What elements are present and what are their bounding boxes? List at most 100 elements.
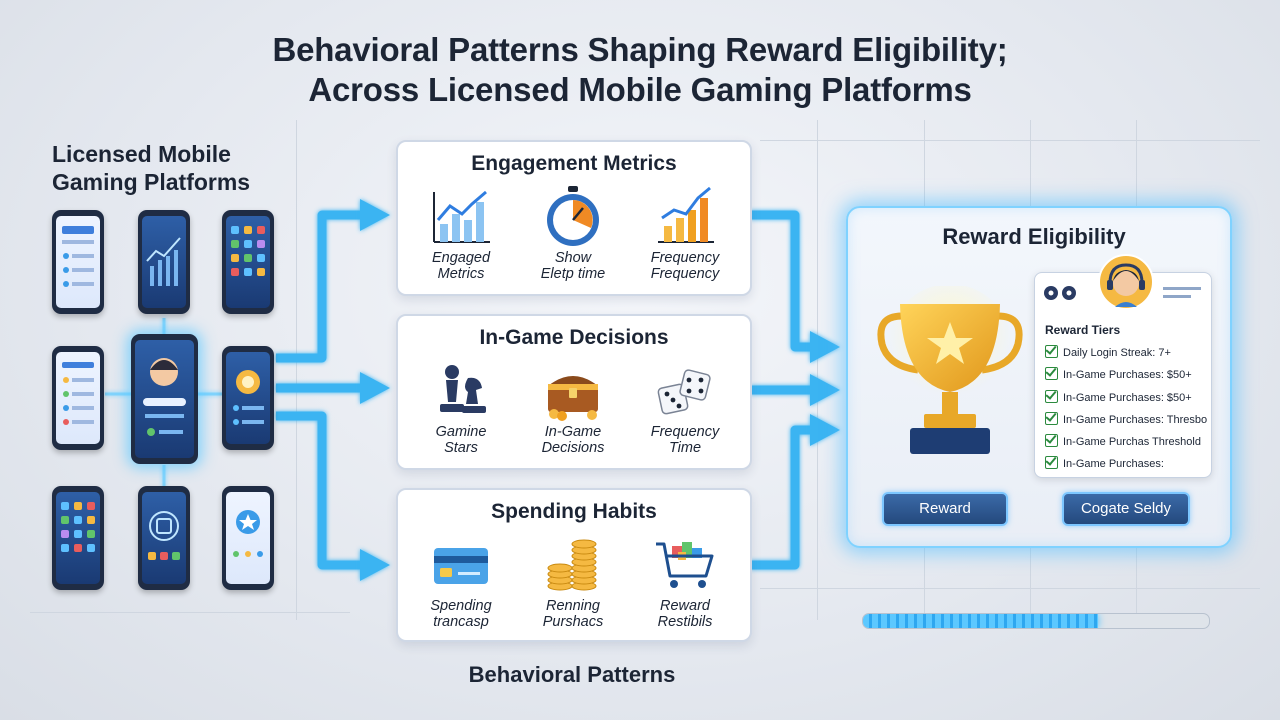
progress-bar-fill: [863, 614, 1099, 628]
behavioral-patterns-label: Behavioral Patterns: [468, 662, 676, 687]
cogate-seldy-button[interactable]: Cogate Seldy: [1062, 492, 1190, 526]
item-label-line-1: Spending: [430, 598, 492, 614]
platforms-label-line-1: Licensed Mobile: [52, 141, 231, 167]
item-label-line-2: Time: [668, 440, 702, 456]
item-label-line-1: Engaged: [431, 250, 491, 266]
title-line-2: Across Licensed Mobile Gaming Platforms: [308, 71, 972, 108]
card-title: Engagement Metrics: [471, 152, 677, 175]
grid-line: [296, 120, 297, 620]
flow-arrows-left: [276, 210, 362, 570]
card-title: Spending Habits: [491, 500, 657, 523]
shopping-cart-icon: [656, 542, 714, 588]
tier-label: In-Game Purchases:: [1063, 458, 1164, 470]
item-label-line-1: Frequency: [650, 250, 720, 266]
progress-bar: [862, 613, 1210, 629]
card-engagement-metrics: Engagement Metrics Engaged Metrics Show …: [396, 140, 752, 296]
item-label-line-1: Renning: [545, 598, 600, 614]
item-label-line-2: Stars: [444, 440, 478, 456]
reward-tier-item: Daily Login Streak: 7+: [1045, 345, 1171, 359]
card-spending-habits: Spending Habits Spending trancasp Rennin…: [396, 488, 752, 642]
tier-label: In-Game Purchases: $50+: [1063, 369, 1192, 381]
item-gamine-stars: Gamine Stars: [406, 358, 516, 456]
coin-stack-icon: [547, 539, 597, 591]
arrowhead: [810, 374, 840, 406]
avatar: [1098, 254, 1154, 310]
arrowhead: [810, 331, 840, 363]
stopwatch-icon: [547, 186, 599, 246]
chess-pieces-icon: [440, 365, 486, 413]
credit-card-icon: [434, 548, 488, 584]
phone-device: [52, 486, 104, 590]
card-title: In-Game Decisions: [479, 326, 669, 349]
checkbox-icon: [1045, 345, 1058, 358]
treasure-chest-icon: [548, 376, 598, 421]
item-in-game-decisions: In-Game Decisions: [518, 358, 628, 456]
arrowheads-left: [360, 199, 390, 581]
tier-label: Daily Login Streak: 7+: [1063, 347, 1171, 359]
card-in-game-decisions: In-Game Decisions Gamine Stars In-Game D…: [396, 314, 752, 470]
phone-device: [52, 346, 104, 450]
phone-device: [222, 346, 274, 450]
arrowhead: [810, 414, 840, 446]
item-label-line-2: Decisions: [541, 440, 605, 456]
phone-device: [138, 210, 190, 314]
phone-device: [138, 486, 190, 590]
line-chart-icon: [433, 190, 490, 243]
tier-label: In-Game Purchases: Thresbo: [1063, 414, 1208, 426]
window-dots-icon: [1044, 286, 1076, 300]
phone-device: [52, 210, 104, 314]
item-label-line-2: trancasp: [433, 614, 489, 630]
item-label-line-1: Show: [554, 250, 592, 266]
reward-tier-item: In-Game Purchases: $50+: [1045, 390, 1192, 404]
item-renning-purshacs: Renning Purshacs: [518, 532, 628, 630]
platforms-label-line-2: Gaming Platforms: [52, 169, 251, 195]
trophy-icon: [877, 286, 1023, 454]
grid-line: [760, 140, 1260, 141]
reward-tier-item: In-Game Purchases: Thresbo: [1045, 412, 1207, 426]
item-label-line-2: Frequency: [650, 266, 720, 282]
item-engaged-metrics: Engaged Metrics: [406, 184, 516, 282]
tier-label: In-Game Purchases: $50+: [1063, 392, 1192, 404]
checkbox-icon: [1045, 456, 1058, 469]
phone-device: [222, 486, 274, 590]
checkbox-icon: [1045, 390, 1058, 403]
tier-label: In-Game Purchas Threshold: [1063, 436, 1201, 448]
checkbox-icon: [1045, 434, 1058, 447]
item-show-time: Show Eletp time: [518, 184, 628, 282]
item-label-line-2: Eletp time: [540, 266, 606, 282]
reward-tier-item: In-Game Purchases:: [1045, 456, 1164, 470]
reward-tiers-title: Reward Tiers: [1045, 323, 1121, 337]
dice-icon: [657, 369, 711, 415]
checkbox-icon: [1045, 412, 1058, 425]
reward-tier-item: In-Game Purchas Threshold: [1045, 434, 1201, 448]
grid-line: [760, 588, 1260, 589]
decorative-line: [1163, 287, 1201, 290]
arrowhead: [360, 372, 390, 404]
item-spending: Spending trancasp: [406, 532, 516, 630]
item-label-line-1: Frequency: [650, 424, 720, 440]
page-title: Behavioral Patterns Shaping Reward Eligi…: [0, 30, 1280, 110]
reward-title: Reward Eligibility: [942, 224, 1126, 249]
item-label-line-1: In-Game: [544, 424, 602, 440]
phone-network-lines: [105, 318, 222, 488]
flow-arrows-right: [750, 210, 812, 570]
item-label-line-2: Metrics: [437, 266, 485, 282]
item-frequency-time: Frequency Time: [630, 358, 740, 456]
checkbox-icon: [1045, 367, 1058, 380]
title-line-1: Behavioral Patterns Shaping Reward Eligi…: [272, 31, 1008, 68]
bar-chart-icon: [658, 186, 714, 243]
item-frequency: Frequency Frequency: [630, 184, 740, 282]
reward-button[interactable]: Reward: [882, 492, 1008, 526]
arrowheads-right: [810, 331, 840, 446]
decorative-line: [1163, 295, 1191, 298]
arrowhead: [360, 549, 390, 581]
phone-device: [222, 210, 274, 314]
item-label-line-2: Purshacs: [542, 614, 604, 630]
item-label-line-1: Gamine: [435, 424, 487, 440]
platforms-label: Licensed Mobile Gaming Platforms: [52, 140, 250, 196]
grid-line: [817, 120, 818, 620]
item-reward-restibils: Reward Restibils: [630, 532, 740, 630]
phone-device-featured: [131, 334, 198, 464]
item-label-line-2: Restibils: [657, 614, 713, 630]
item-label-line-1: Reward: [660, 598, 710, 614]
